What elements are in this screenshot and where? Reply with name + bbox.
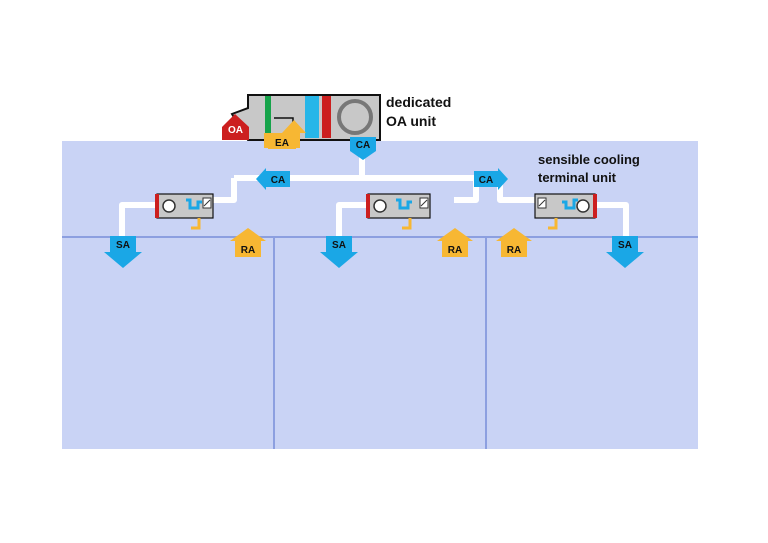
conditioned-air-arrow-right: CA bbox=[474, 168, 508, 190]
heating-coil-icon bbox=[322, 96, 331, 138]
return-air-arrow-2: RA bbox=[437, 228, 473, 257]
sa-tag-3: SA bbox=[618, 240, 632, 251]
cooling-coil-icon bbox=[305, 96, 319, 138]
fan-icon bbox=[576, 199, 590, 213]
ra-tag-2: RA bbox=[448, 245, 462, 256]
ca-tag-left: CA bbox=[271, 175, 285, 186]
sa-tag-2: SA bbox=[332, 240, 346, 251]
supply-air-arrow-3: SA bbox=[606, 236, 644, 268]
coil-icon bbox=[186, 198, 202, 210]
coil-icon bbox=[562, 198, 578, 210]
return-air-arrow-1: RA bbox=[230, 228, 266, 257]
dedicated-oa-unit bbox=[230, 94, 381, 141]
ra-tag-1: RA bbox=[241, 245, 255, 256]
conditioned-space bbox=[62, 141, 698, 449]
oa-tag: OA bbox=[228, 125, 243, 136]
terminal-unit-2 bbox=[366, 193, 431, 230]
coil-icon bbox=[396, 198, 412, 210]
ca-tag-main: CA bbox=[356, 140, 370, 151]
terminal-unit-label-line1: sensible cooling bbox=[538, 152, 640, 167]
ca-tag-right: CA bbox=[479, 175, 493, 186]
ra-tag-3: RA bbox=[507, 245, 521, 256]
return-air-arrow-3: RA bbox=[496, 228, 532, 257]
outdoor-air-arrow: OA bbox=[222, 114, 249, 140]
supply-air-arrow-2: SA bbox=[320, 236, 358, 268]
sa-tag-1: SA bbox=[116, 240, 130, 251]
conditioned-air-arrow-main: CA bbox=[350, 137, 376, 160]
exhaust-air-arrow: EA bbox=[264, 120, 306, 149]
terminal-unit-label-line2: terminal unit bbox=[538, 170, 617, 185]
fan-icon bbox=[337, 99, 373, 135]
supply-air-arrow-1: SA bbox=[104, 236, 142, 268]
fan-icon bbox=[373, 199, 387, 213]
terminal-unit-3 bbox=[534, 193, 597, 230]
oa-unit-label-line1: dedicated bbox=[386, 94, 451, 110]
oa-unit-label-line2: OA unit bbox=[386, 113, 436, 129]
ea-tag: EA bbox=[275, 138, 289, 149]
conditioned-air-arrow-left: CA bbox=[256, 168, 290, 190]
terminal-unit-1 bbox=[155, 193, 214, 230]
fan-icon bbox=[162, 199, 176, 213]
filter-icon bbox=[265, 96, 271, 138]
